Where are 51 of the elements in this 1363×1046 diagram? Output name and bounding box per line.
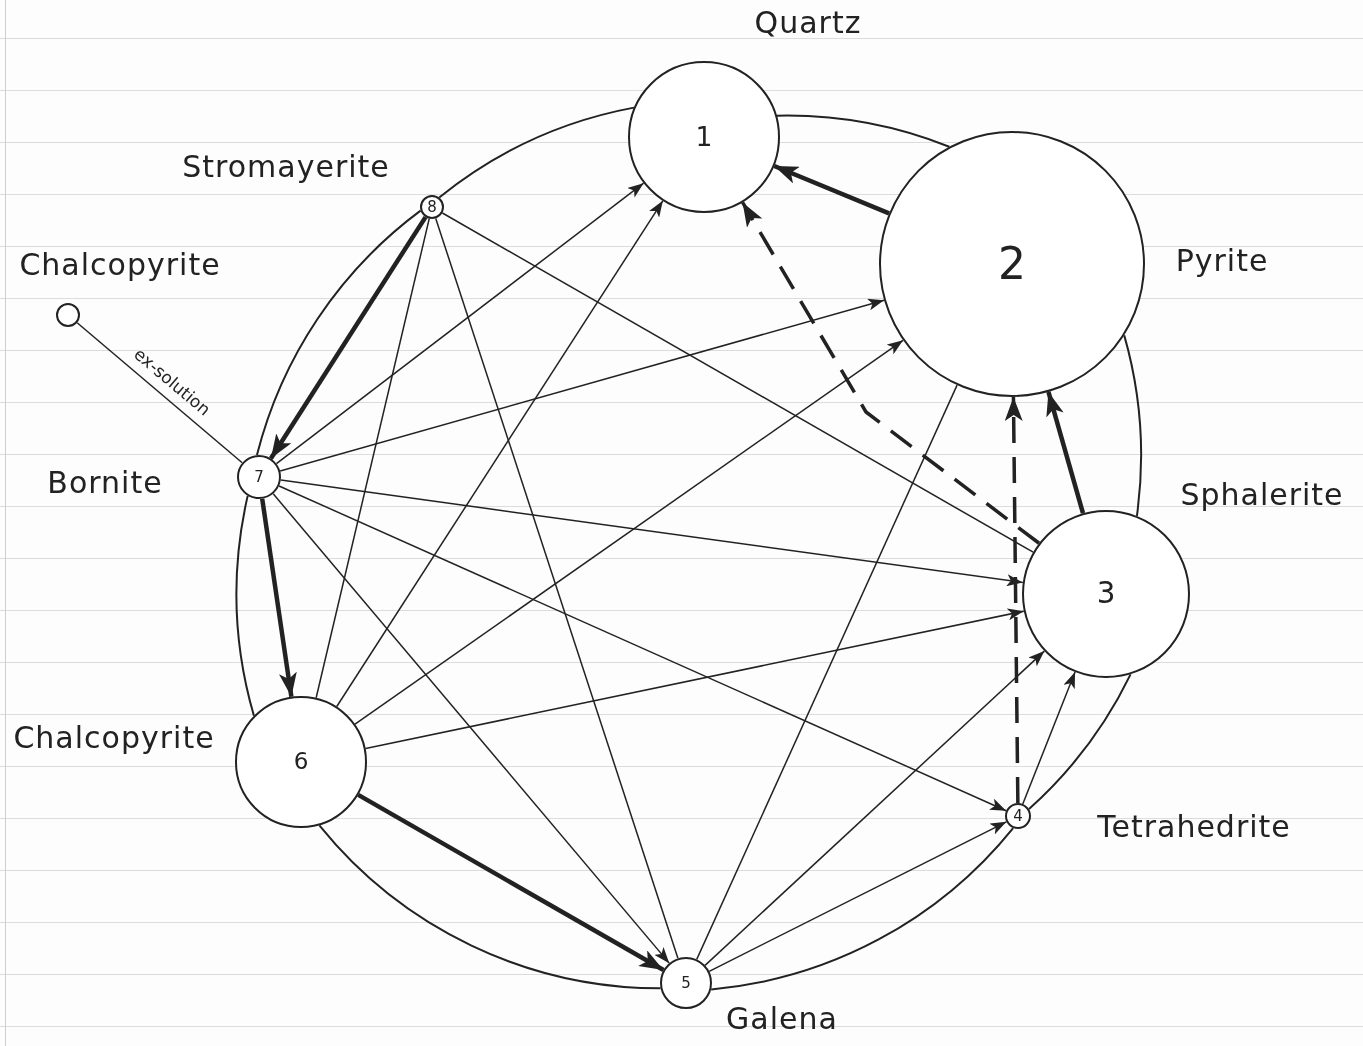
connector-line [315, 217, 430, 699]
connector-line [435, 217, 679, 960]
arrow [773, 163, 890, 216]
node-number: 7 [254, 469, 264, 485]
connector-line [76, 322, 243, 464]
arrow [260, 498, 297, 698]
arrow [1046, 391, 1086, 514]
arrow [278, 485, 1007, 812]
node-number: 4 [1013, 808, 1023, 824]
node-number: 5 [681, 975, 691, 991]
arrow [704, 650, 1046, 967]
node-number: 2 [998, 242, 1026, 286]
arc-connector [438, 106, 635, 199]
mineral-name: Sphalerite [1180, 477, 1344, 511]
arrow [1004, 396, 1023, 804]
arrow [1022, 671, 1076, 805]
mineral-name: Chalcopyrite [19, 247, 221, 281]
arc-connector [1028, 673, 1132, 811]
connector-line [696, 384, 958, 961]
arrow [357, 792, 665, 972]
arc-connector [710, 827, 1015, 991]
node-number: 6 [293, 750, 309, 774]
mineral-circle [237, 455, 281, 499]
node-number: 1 [695, 123, 713, 151]
arrow [364, 608, 1025, 750]
node-number: 3 [1096, 579, 1116, 609]
mineral-name: Quartz [754, 5, 862, 39]
mineral-name: Bornite [47, 465, 163, 499]
arrow [354, 339, 904, 725]
arc-connector [318, 824, 662, 990]
arrow [275, 182, 645, 465]
arc-connector [235, 494, 255, 717]
arrow [708, 821, 1008, 973]
mineral-name: Stromayerite [182, 149, 390, 183]
mineral-name: Galena [726, 1001, 838, 1035]
node-number: 8 [427, 199, 437, 215]
mineral-circle [1005, 803, 1031, 829]
arrow [279, 298, 885, 472]
mineral-circle [660, 957, 712, 1009]
arrow [336, 200, 664, 708]
arc-connector [775, 114, 951, 148]
mineral-circle [420, 195, 444, 219]
mineral-name: Tetrahedrite [1097, 809, 1291, 843]
arc-connector [1123, 334, 1142, 517]
connector-line [441, 212, 1034, 553]
arrow [280, 479, 1024, 587]
arrow [272, 493, 670, 964]
mineral-circle [56, 303, 80, 327]
mineral-name: Chalcopyrite [13, 720, 215, 754]
arrow [741, 201, 1041, 545]
mineral-name: Pyrite [1175, 243, 1269, 277]
